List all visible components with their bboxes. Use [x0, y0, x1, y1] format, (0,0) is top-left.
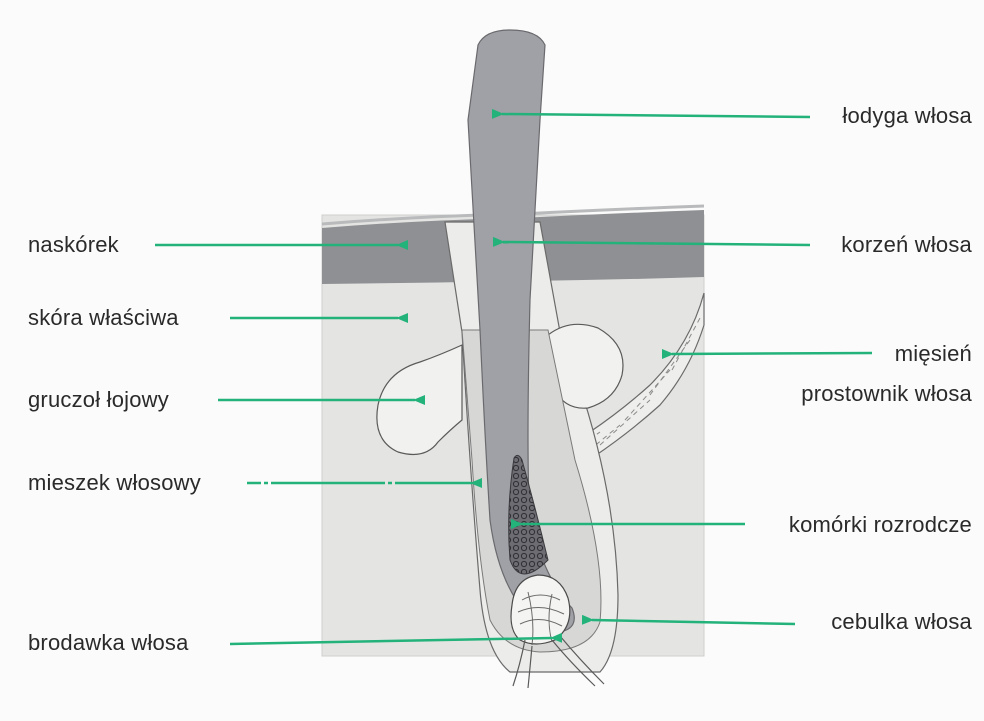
label-hair-root: korzeń włosa	[812, 232, 972, 258]
label-hair-papilla: brodawka włosa	[28, 630, 189, 656]
label-arrector-muscle-line2: prostownik włosa	[772, 380, 972, 408]
hair-papilla	[511, 575, 570, 644]
label-hair-follicle: mieszek włosowy	[28, 470, 201, 496]
label-epidermis: naskórek	[28, 232, 119, 258]
label-arrector-muscle-line1: mięsień	[772, 340, 972, 368]
arrow-hair-shaft	[502, 114, 810, 117]
label-sebaceous-gland: gruczoł łojowy	[28, 387, 169, 413]
label-hair-shaft: łodyga włosa	[812, 103, 972, 129]
label-dermis: skóra właściwa	[28, 305, 179, 331]
label-germ-cells: komórki rozrodcze	[748, 512, 972, 538]
label-hair-bulb: cebulka włosa	[796, 609, 972, 635]
